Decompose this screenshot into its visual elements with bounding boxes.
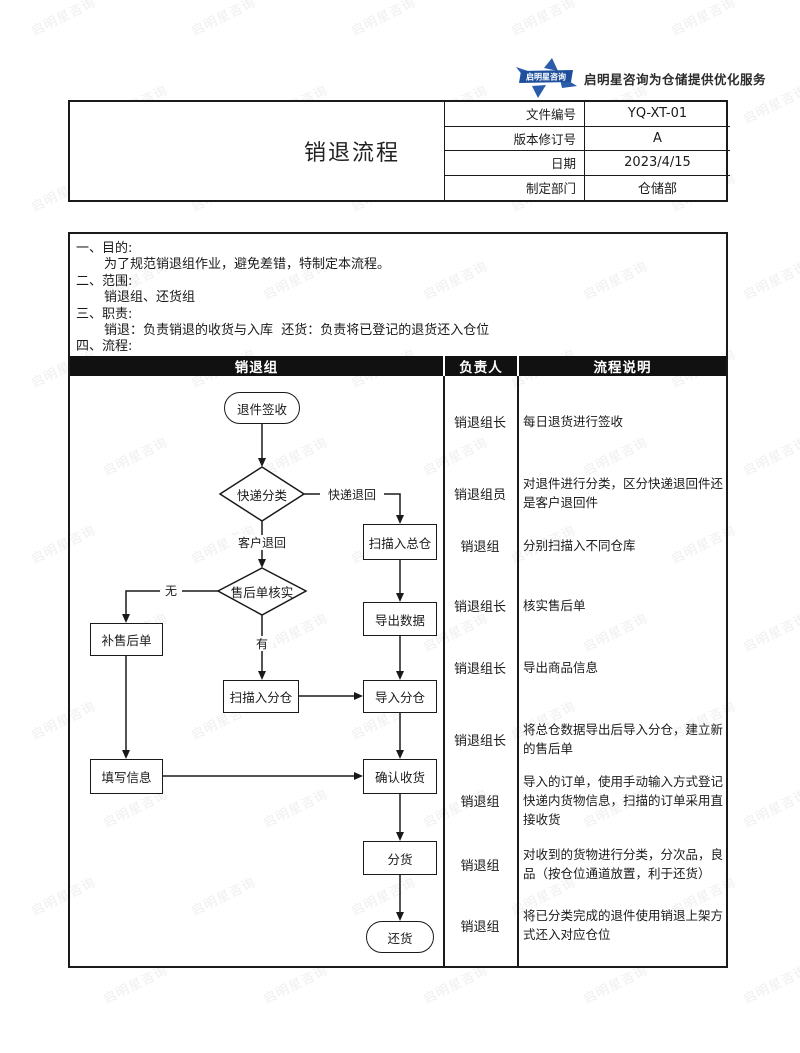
flow-node-end: 还货 [366, 921, 434, 953]
edge-label-no: 无 [160, 583, 182, 598]
watermark: 启明星咨询 [741, 963, 800, 1008]
row-description: 将总仓数据导出后导入分仓，建立新的售后单 [523, 722, 724, 756]
watermark: 启明星咨询 [29, 0, 99, 40]
watermark: 启明星咨询 [741, 787, 800, 832]
row-owner: 销退组 [460, 795, 500, 810]
table-row: 销退组 对收到的货物进行分类，分次品，良品（按仓位通道放置，利于还货） [443, 845, 726, 883]
row-owner: 销退组员 [453, 487, 506, 503]
flow-node-sort-goods: 分货 [363, 841, 437, 875]
intro-body-responsibility: 销退：负责销退的收货与入库 还货：负责将已登记的退货还入仓位 [104, 323, 490, 339]
row-owner: 销退组 [460, 540, 500, 555]
flow-node-scan-sub-warehouse: 扫描入分仓 [223, 680, 299, 713]
row-description: 导出商品信息 [523, 660, 599, 675]
edge-label-express-return: 快递退回 [320, 487, 384, 502]
row-owner: 销退组 [460, 919, 500, 935]
flow-node-fill-info: 填写信息 [90, 759, 163, 794]
flow-node-aftersale-verify-label: 售后单核实 [230, 585, 294, 600]
company-logo-icon: 启明星咨询 [516, 58, 577, 98]
intro-body-purpose: 为了规范销退组作业，避免差错，特制定本流程。 [104, 257, 391, 273]
row-description: 对收到的货物进行分类，分次品，良品（按仓位通道放置，利于还货） [523, 847, 724, 881]
table-row: 销退组长 每日退货进行签收 [443, 412, 726, 431]
row-description: 分别扫描入不同仓库 [523, 538, 636, 553]
row-owner: 销退组 [460, 858, 500, 874]
flow-node-start: 退件签收 [224, 392, 300, 424]
edge-label-yes: 有 [251, 636, 273, 651]
flow-node-export-data: 导出数据 [363, 602, 437, 636]
row-owner: 销退组长 [453, 733, 506, 749]
column-header-responsible: 负责人 [443, 356, 517, 376]
row-description: 核实售后单 [523, 598, 586, 613]
intro-heading-purpose: 一、目的: [76, 241, 133, 256]
brand-tagline: 启明星咨询为仓储提供优化服务 [584, 71, 767, 87]
field-label-doc-number: 文件编号 [445, 102, 584, 127]
field-value-revision: A [584, 126, 730, 151]
field-label-revision: 版本修订号 [445, 127, 584, 151]
intro-heading-process: 四、流程: [76, 339, 133, 355]
table-row: 销退组长 导出商品信息 [443, 658, 726, 677]
table-row: 销退组 导入的订单，使用手动输入方式登记快递内货物信息，扫描的订单采用直接收货 [443, 772, 726, 829]
column-header-sales-return-group: 销退组 [70, 356, 443, 376]
table-header-band: 销退组 负责人 流程说明 [70, 356, 726, 376]
watermark: 启明星咨询 [349, 0, 419, 40]
brand-header: 启明星咨询 启明星咨询为仓储提供优化服务 [516, 58, 766, 98]
field-value-department: 仓储部 [584, 175, 730, 200]
edge-label-customer-return: 客户退回 [230, 535, 294, 550]
watermark: 启明星咨询 [669, 0, 739, 40]
main-content-box: 一、目的: 为了规范销退组作业，避免差错，特制定本流程。 二、范围: 销退组、还… [68, 232, 728, 968]
row-owner: 销退组长 [453, 662, 506, 677]
table-row: 销退组 分别扫描入不同仓库 [443, 536, 726, 555]
row-description: 对退件进行分类，区分快递退回件还是客户退回件 [523, 476, 724, 510]
watermark: 启明星咨询 [509, 0, 579, 40]
flow-node-confirm-receipt: 确认收货 [363, 759, 437, 794]
column-divider-1 [443, 376, 445, 966]
intro-body-scope: 销退组、还货组 [104, 290, 196, 306]
table-row: 销退组员 对退件进行分类，区分快递退回件还是客户退回件 [443, 474, 726, 512]
flow-node-supplement-aftersale: 补售后单 [90, 623, 163, 656]
watermark: 启明星咨询 [741, 435, 800, 480]
watermark: 启明星咨询 [741, 611, 800, 656]
watermark: 启明星咨询 [189, 0, 259, 40]
logo-text: 启明星咨询 [526, 72, 566, 82]
field-label-department: 制定部门 [525, 181, 576, 197]
column-divider-2 [517, 376, 519, 966]
table-row: 销退组 将已分类完成的退件使用销退上架方式还入对应仓位 [443, 906, 726, 944]
document-title: 销退流程 [70, 102, 445, 200]
intro-heading-scope: 二、范围: [76, 273, 133, 289]
row-description: 导入的订单，使用手动输入方式登记快递内货物信息，扫描的订单采用直接收货 [523, 774, 724, 827]
table-row: 销退组长 核实售后单 [443, 596, 726, 615]
title-block-table: 销退流程 文件编号 YQ-XT-01 版本修订号 A 日期 2023/4/15 … [68, 100, 730, 202]
row-owner: 销退组长 [453, 416, 506, 431]
flow-node-scan-main-warehouse: 扫描入总仓 [363, 524, 437, 560]
intro-heading-responsibility: 三、职责: [76, 306, 133, 322]
field-value-doc-number: YQ-XT-01 [584, 102, 730, 127]
column-header-description: 流程说明 [517, 356, 726, 376]
flow-node-express-classify-label: 快递分类 [236, 488, 287, 503]
intro-section: 一、目的: 为了规范销退组作业，避免差错，特制定本流程。 二、范围: 销退组、还… [70, 234, 726, 356]
watermark: 启明星咨询 [741, 259, 800, 304]
field-value-date: 2023/4/15 [584, 151, 730, 176]
table-row: 销退组长 将总仓数据导出后导入分仓，建立新的售后单 [443, 720, 726, 758]
row-owner: 销退组长 [453, 600, 506, 615]
row-description: 将已分类完成的退件使用销退上架方式还入对应仓位 [523, 908, 724, 942]
row-description: 每日退货进行签收 [523, 414, 624, 429]
field-label-date: 日期 [445, 151, 584, 176]
flow-node-import-sub-warehouse: 导入分仓 [363, 680, 437, 713]
